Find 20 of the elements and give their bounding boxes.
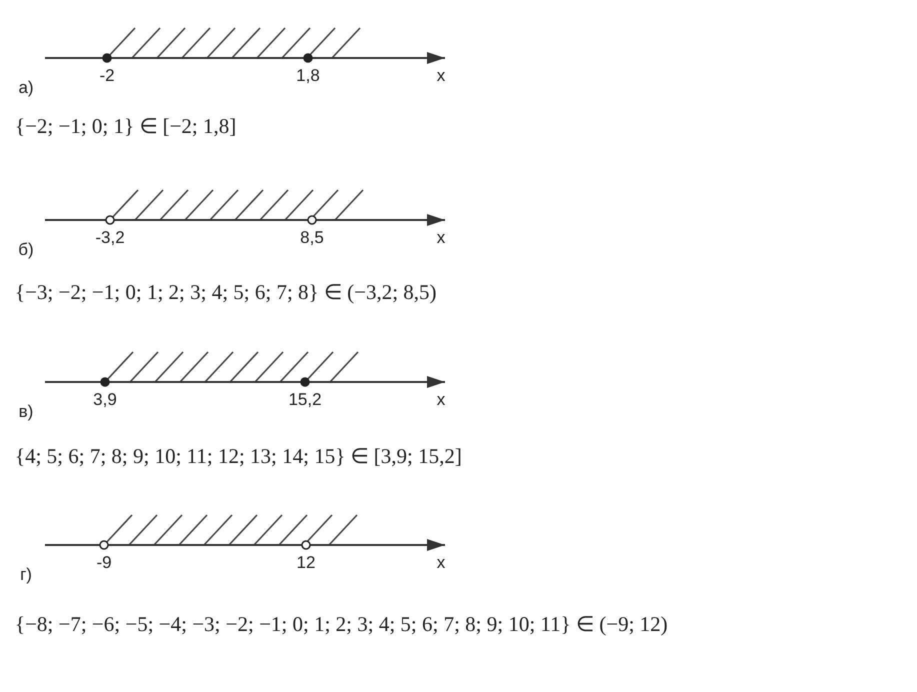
set-formula: {4; 5; 6; 7; 8; 9; 10; 11; 12; 13; 14; 15} ∈ [3,9; 15,2]: [15, 446, 462, 467]
axis-label: x: [436, 554, 446, 571]
point-label: -3,2: [95, 229, 125, 246]
point-label: -2: [99, 67, 115, 84]
axis-label: x: [436, 67, 446, 84]
point-label: 8,5: [300, 229, 324, 246]
set-formula: {−3; −2; −1; 0; 1; 2; 3; 4; 5; 6; 7; 8} ∈ (−3,2; 8,5): [15, 282, 437, 303]
point-label: 12: [296, 554, 316, 571]
axis-label: x: [436, 229, 446, 246]
point-label: 15,2: [288, 391, 322, 408]
set-formula: {−8; −7; −6; −5; −4; −3; −2; −1; 0; 1; 2; 3; 4; 5; 6; 7; 8; 9; 10; 11} ∈ (−9; 12): [15, 614, 668, 635]
point-label: -9: [96, 554, 112, 571]
point-label: 1,8: [296, 67, 320, 84]
set-formula: {−2; −1; 0; 1} ∈ [−2; 1,8]: [15, 116, 236, 137]
item-letter: в): [18, 403, 34, 420]
item-letter: б): [18, 241, 34, 258]
point-label: 3,9: [93, 391, 117, 408]
axis-label: x: [436, 391, 446, 408]
item-letter: а): [18, 79, 34, 96]
item-letter: г): [20, 566, 32, 583]
